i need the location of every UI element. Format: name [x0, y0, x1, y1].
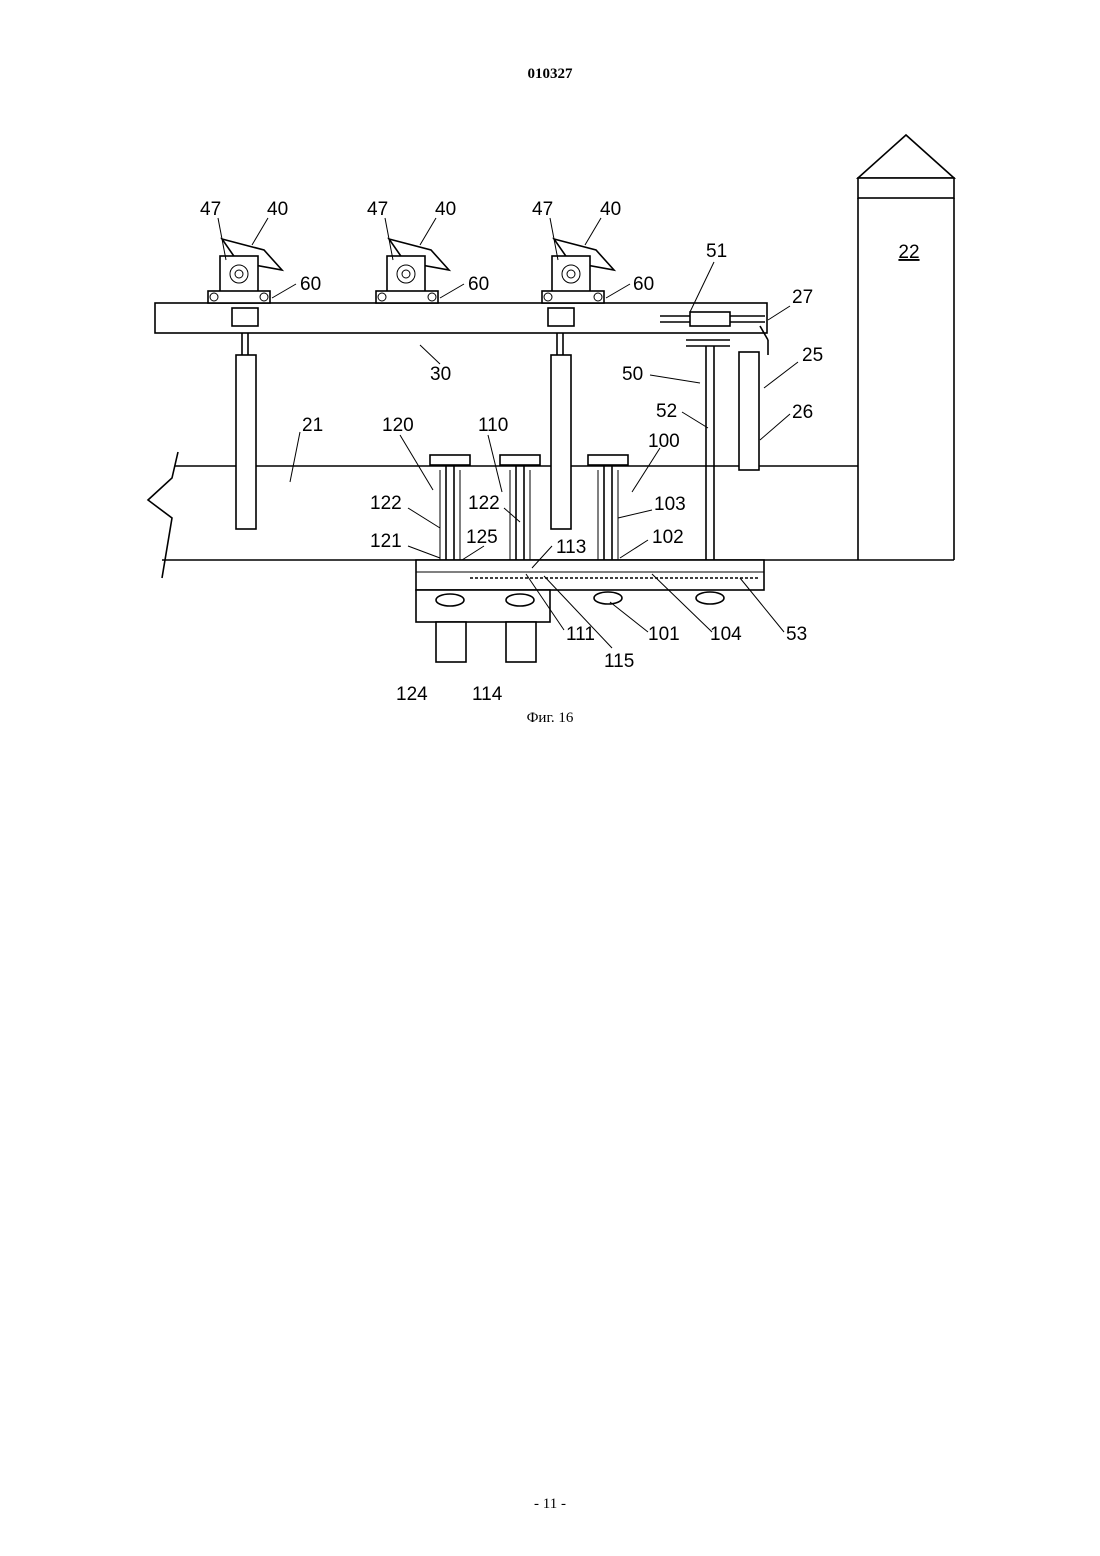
label-113: 113: [556, 537, 586, 558]
label-125: 125: [466, 527, 498, 548]
shaft-assembly-100: [588, 455, 628, 565]
label-124: 124: [396, 684, 428, 705]
label-60-a: 60: [300, 274, 321, 295]
gear-box: [416, 560, 764, 662]
label-104: 104: [710, 624, 742, 645]
shaft-assembly-120: [430, 455, 470, 565]
label-122-a: 122: [370, 493, 402, 514]
label-40-b: 40: [435, 199, 456, 220]
label-115: 115: [604, 651, 634, 672]
label-40-c: 40: [600, 199, 621, 220]
label-25: 25: [802, 345, 823, 366]
label-102: 102: [652, 527, 684, 548]
label-60-c: 60: [633, 274, 654, 295]
label-51: 51: [706, 241, 727, 262]
figure-16: 22: [0, 0, 1100, 760]
building-label: 22: [898, 242, 919, 263]
label-47-c: 47: [532, 199, 553, 220]
label-111: 111: [566, 624, 595, 645]
panel-unit-2: [376, 239, 449, 303]
label-114: 114: [472, 684, 503, 705]
label-47-b: 47: [367, 199, 388, 220]
panel-unit-1: [208, 239, 282, 303]
label-101: 101: [648, 624, 680, 645]
figure-caption: Фиг. 16: [527, 710, 574, 726]
label-53: 53: [786, 624, 807, 645]
label-52: 52: [656, 401, 677, 422]
label-122-b: 122: [468, 493, 500, 514]
label-27: 27: [792, 287, 813, 308]
label-26: 26: [792, 402, 813, 423]
panel-unit-3: [542, 239, 614, 303]
label-60-b: 60: [468, 274, 489, 295]
label-47-a: 47: [200, 199, 221, 220]
label-50: 50: [622, 364, 643, 385]
label-40-a: 40: [267, 199, 288, 220]
label-21: 21: [302, 415, 323, 436]
label-110: 110: [478, 415, 508, 436]
label-100: 100: [648, 431, 680, 452]
label-121: 121: [370, 531, 402, 552]
building-22: [858, 135, 954, 560]
page-number: - 11 -: [0, 1496, 1100, 1513]
label-103: 103: [654, 494, 686, 515]
label-120: 120: [382, 415, 414, 436]
label-30: 30: [430, 364, 451, 385]
